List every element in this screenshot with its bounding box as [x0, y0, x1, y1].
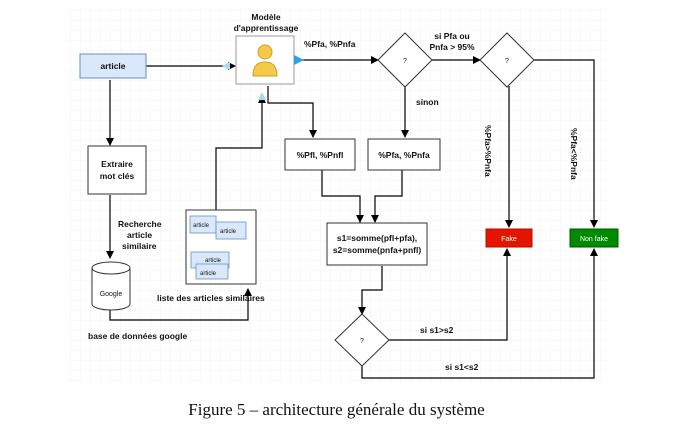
edge-model-to-pfl	[267, 86, 317, 138]
nonfake-node[interactable]	[569, 228, 619, 248]
edge-label-model-out: %Pfa, %Pnfa	[304, 39, 356, 49]
decision-3-label: ?	[360, 338, 364, 345]
edge-pfl-to-sum	[321, 170, 364, 223]
extract-keywords-node[interactable]	[87, 145, 147, 195]
model-connector-left-icon	[222, 62, 230, 70]
edge-decision3-to-nonfake	[361, 248, 598, 379]
google-cylinder-label: Google	[100, 291, 123, 298]
model-node[interactable]	[235, 35, 295, 85]
edge-google-to-list	[109, 288, 252, 321]
sum-label-line1: s1=somme(pfl+pfa),	[337, 233, 417, 243]
edge-label-cond1-line1: si Pfa ou	[434, 31, 469, 41]
pfl-label: %Pfl, %Pnfl	[297, 150, 344, 160]
mini-article-stack	[189, 215, 247, 280]
model-connector-right-icon	[294, 55, 304, 65]
pfl-node[interactable]	[284, 138, 356, 171]
decision-diamond-3[interactable]	[334, 313, 390, 367]
search-label-line1: Recherche	[118, 219, 162, 229]
figure-caption: Figure 5 – architecture générale du syst…	[188, 400, 485, 419]
decision-diamond-1[interactable]	[377, 32, 433, 88]
pfa-label: %Pfa, %Pnfa	[378, 150, 430, 160]
edge-pfa-to-sum	[371, 170, 403, 223]
edge-label-s1-lt: si s1<s2	[445, 362, 479, 372]
extract-label-line1: Extraire	[101, 159, 133, 169]
fake-node[interactable]	[485, 228, 533, 248]
model-title-line1: Modèle	[251, 12, 281, 22]
mini-article-label: article	[193, 223, 210, 229]
google-database-node[interactable]	[91, 261, 131, 311]
article-node[interactable]	[79, 53, 147, 79]
search-label-line2: article	[127, 230, 152, 240]
model-title-line2: d'apprentissage	[234, 23, 299, 33]
edge-decision2-to-nonfake	[533, 59, 598, 228]
edges	[106, 56, 598, 379]
model-connector-bottom-icon	[258, 92, 266, 100]
edge-label-pfa-lt: %Pfa<%Pnfa	[569, 128, 579, 180]
decision-diamond-2[interactable]	[479, 32, 535, 88]
edge-label-cond1-line2: Pnfa > 95%	[429, 42, 475, 52]
edge-sum-to-decision3	[358, 266, 383, 315]
mini-article-label: article	[200, 271, 217, 277]
search-label-line3: similaire	[122, 241, 157, 251]
article-label: article	[100, 61, 125, 71]
google-db-label: base de données google	[88, 331, 187, 341]
sum-node[interactable]	[326, 222, 428, 266]
decision-2-label: ?	[505, 58, 509, 65]
user-icon	[252, 44, 278, 77]
mini-article-label: article	[220, 229, 237, 235]
fake-label: Fake	[501, 236, 517, 243]
edge-list-to-model	[215, 95, 266, 212]
edge-label-s1-gt: si s1>s2	[420, 325, 454, 335]
edge-label-pfa-gt: %Pfa>%Pnfa	[483, 125, 493, 177]
edge-label-sinon: sinon	[416, 97, 439, 107]
pfa-node[interactable]	[367, 138, 441, 171]
similar-list-label: liste des articles similaires	[157, 293, 265, 303]
nonfake-label: Non fake	[580, 236, 608, 243]
edge-decision3-to-fake	[389, 248, 511, 341]
sum-label-line2: s2=somme(pnfa+pnfl)	[333, 245, 421, 255]
mini-article-label: article	[205, 258, 222, 264]
extract-label-line2: mot clés	[100, 171, 135, 181]
decision-1-label: ?	[403, 58, 407, 65]
